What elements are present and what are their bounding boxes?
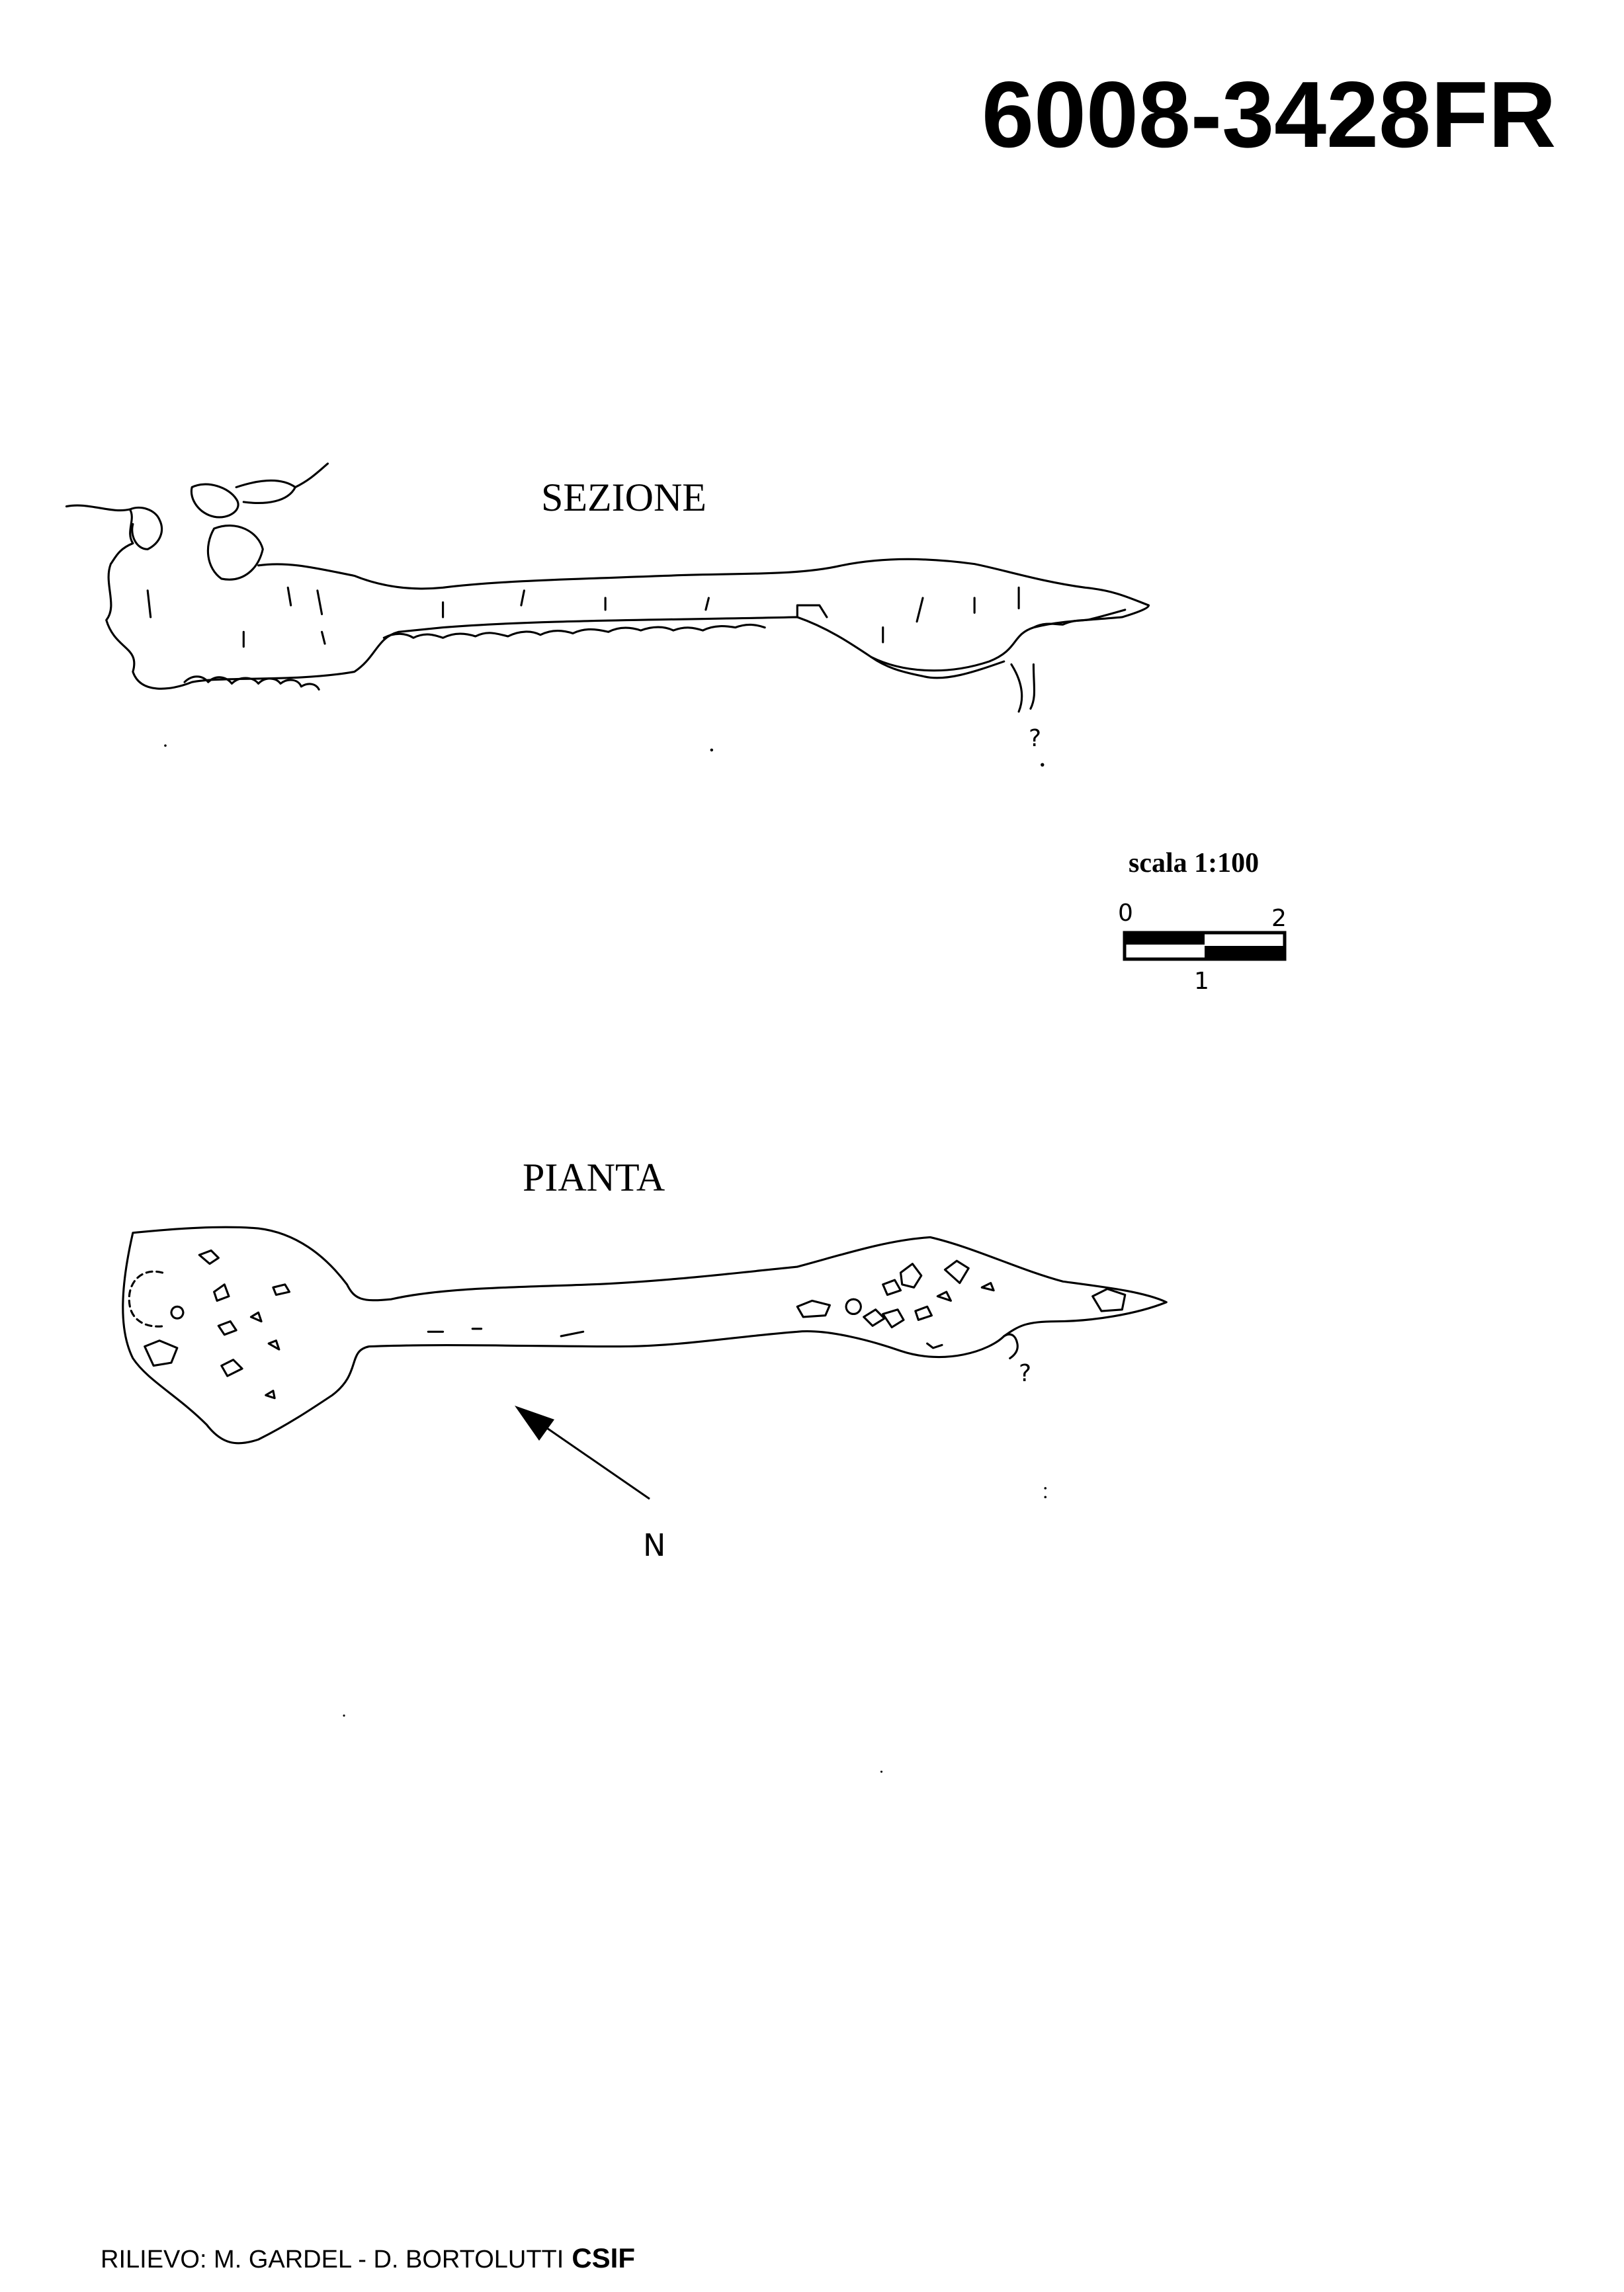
plan-drawing xyxy=(122,1226,1168,1773)
north-arrow: N xyxy=(515,1406,665,1563)
scale-bar-group: scala 1:100 0 2 1 xyxy=(1118,848,1287,995)
organization: CSIF xyxy=(572,2242,635,2273)
scale-label: scala 1:100 xyxy=(1129,848,1259,878)
scale-tick-1: 1 xyxy=(1194,968,1209,995)
section-label: SEZIONE xyxy=(541,476,706,519)
section-unknown-continuation-mark: ? xyxy=(1029,725,1041,752)
scale-tick-2: 2 xyxy=(1271,905,1287,932)
cave-id-title: 6008-3428FR xyxy=(982,62,1556,167)
plan-unknown-continuation-mark: ? xyxy=(1019,1360,1031,1387)
plan-label: PIANTA xyxy=(523,1156,665,1199)
scale-tick-0: 0 xyxy=(1118,900,1133,927)
section-drawing xyxy=(65,462,1150,767)
surveyors: RILIEVO: M. GARDEL - D. BORTOLUTTI xyxy=(101,2246,564,2273)
survey-credits: RILIEVO: M. GARDEL - D. BORTOLUTTI CSIF xyxy=(101,2242,635,2273)
north-label: N xyxy=(643,1527,665,1563)
